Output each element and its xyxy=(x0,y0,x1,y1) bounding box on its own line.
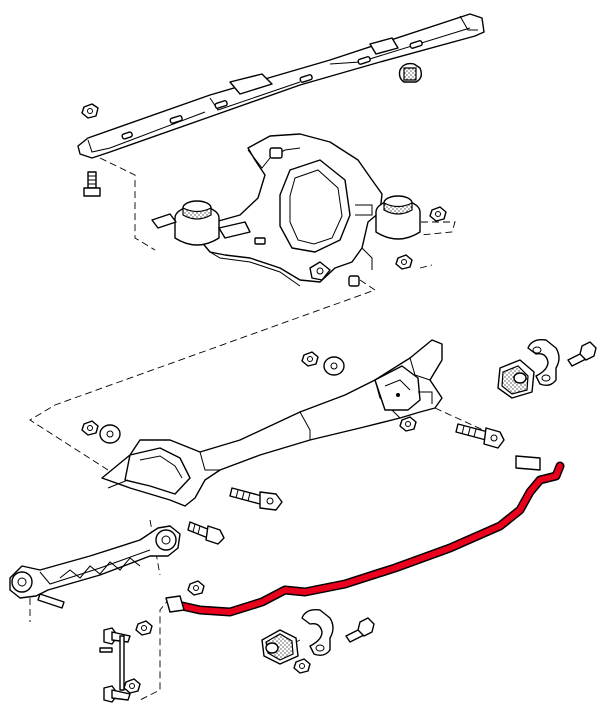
stabilizer-clamp xyxy=(301,608,334,657)
bolt xyxy=(83,171,101,197)
stabilizer-clamp xyxy=(527,338,560,387)
nut xyxy=(81,103,99,119)
trailing-link xyxy=(9,525,181,609)
nut xyxy=(135,620,153,636)
bolt xyxy=(348,275,360,287)
bolt xyxy=(187,521,225,545)
subframe-crossmember xyxy=(77,13,485,159)
bolt xyxy=(345,617,375,643)
stabilizer-bar xyxy=(165,455,565,617)
stabilizer-link xyxy=(99,627,131,703)
stabilizer-bushing xyxy=(261,629,299,665)
nut xyxy=(293,658,311,674)
nut xyxy=(187,580,205,596)
nut xyxy=(395,254,413,270)
engine-mount xyxy=(375,195,421,240)
nut xyxy=(399,416,417,432)
nut xyxy=(81,420,99,436)
washer xyxy=(323,356,345,376)
nut xyxy=(123,678,141,694)
bolt xyxy=(567,341,597,367)
bolt xyxy=(455,423,505,449)
engine-mount xyxy=(151,200,251,246)
crossmember-bushing xyxy=(398,62,423,83)
front-crossmember xyxy=(101,339,443,507)
nut xyxy=(429,206,447,222)
washer xyxy=(99,424,121,444)
stabilizer-bushing xyxy=(497,359,535,399)
nut xyxy=(301,351,319,367)
bolt xyxy=(229,487,283,511)
rear-axle-carrier xyxy=(199,133,383,287)
